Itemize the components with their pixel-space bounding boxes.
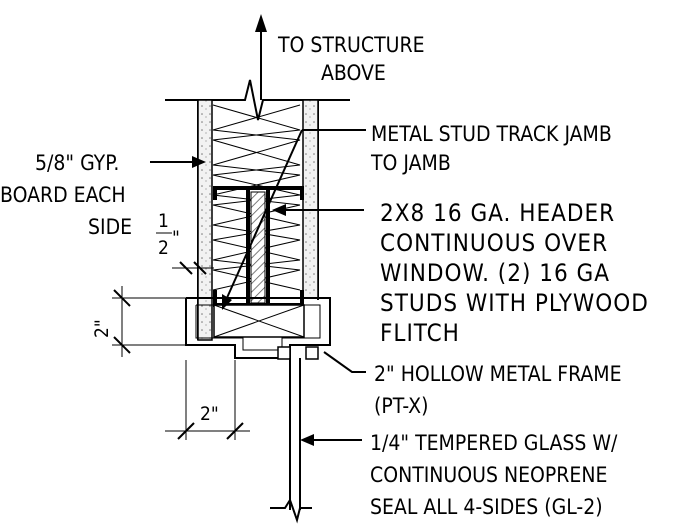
track-leader [222,129,366,310]
note-header-4: STUDS WITH PLYWOOD [380,289,649,317]
dim-half-unit: " [172,227,180,249]
structure-arrow [255,14,267,100]
structure-arrow-head [255,14,267,32]
note-glass-2: CONTINUOUS NEOPRENE [370,463,607,487]
note-glass-3: SEAL ALL 4-SIDES (GL-2) [370,495,603,519]
dimension-horizontal: 2" [165,360,250,440]
gyp-leader [150,156,206,168]
wall-assembly [165,79,350,524]
header-track-top [213,186,304,200]
track-leader-arrow [222,294,232,310]
dim-h-tick-left [177,422,195,440]
note-frame-1: 2" HOLLOW METAL FRAME [374,362,622,386]
note-track-2: TO JAMB [370,151,451,175]
dimension-half-inch: 1 2 " [156,210,214,275]
note-gyp-2: BOARD EACH [0,183,126,207]
note-structure-2: ABOVE [321,61,386,85]
blocking-x-2 [213,304,305,338]
note-track-1: METAL STUD TRACK JAMB [371,122,612,146]
dim-half-denominator: 2 [158,237,169,259]
note-gyp-1: 5/8" GYP. [35,151,119,175]
dim-v-tick-bottom [113,336,131,354]
track-leader-diagonal [225,129,303,301]
note-header-5: FLITCH [380,319,460,347]
glass-leader-arrow [300,434,314,446]
note-header-1: 2X8 16 GA. HEADER [380,199,615,227]
header-leader-arrow [272,204,286,216]
break-mark [235,79,280,121]
note-header-3: WINDOW. (2) 16 GA [380,259,610,287]
dimension-vertical: 2" [91,286,186,357]
note-frame-2: (PT-X) [374,394,428,418]
dim-v-tick-top [113,289,131,307]
dim-v-text: 2" [91,319,113,338]
dim-half-numerator: 1 [158,210,169,232]
glass-break [270,497,312,524]
dim-h-text: 2" [200,403,219,425]
neoprene-seal-left [277,346,291,360]
note-gyp-3: SIDE [88,215,132,239]
dim-h-tick-right [226,422,244,440]
gyp-board-left [197,99,213,341]
frame-leader [323,351,366,373]
frame-leader-line [323,351,366,373]
note-structure-1: TO STRUCTURE [277,33,425,57]
note-glass-1: 1/4" TEMPERED GLASS W/ [370,431,618,455]
glass-leader [300,434,362,446]
gyp-leader-arrow [192,156,206,168]
note-header-2: CONTINUOUS OVER [380,229,608,257]
header-leader [272,204,364,216]
neoprene-seal-right [305,346,319,360]
plywood-flitch [250,191,266,304]
